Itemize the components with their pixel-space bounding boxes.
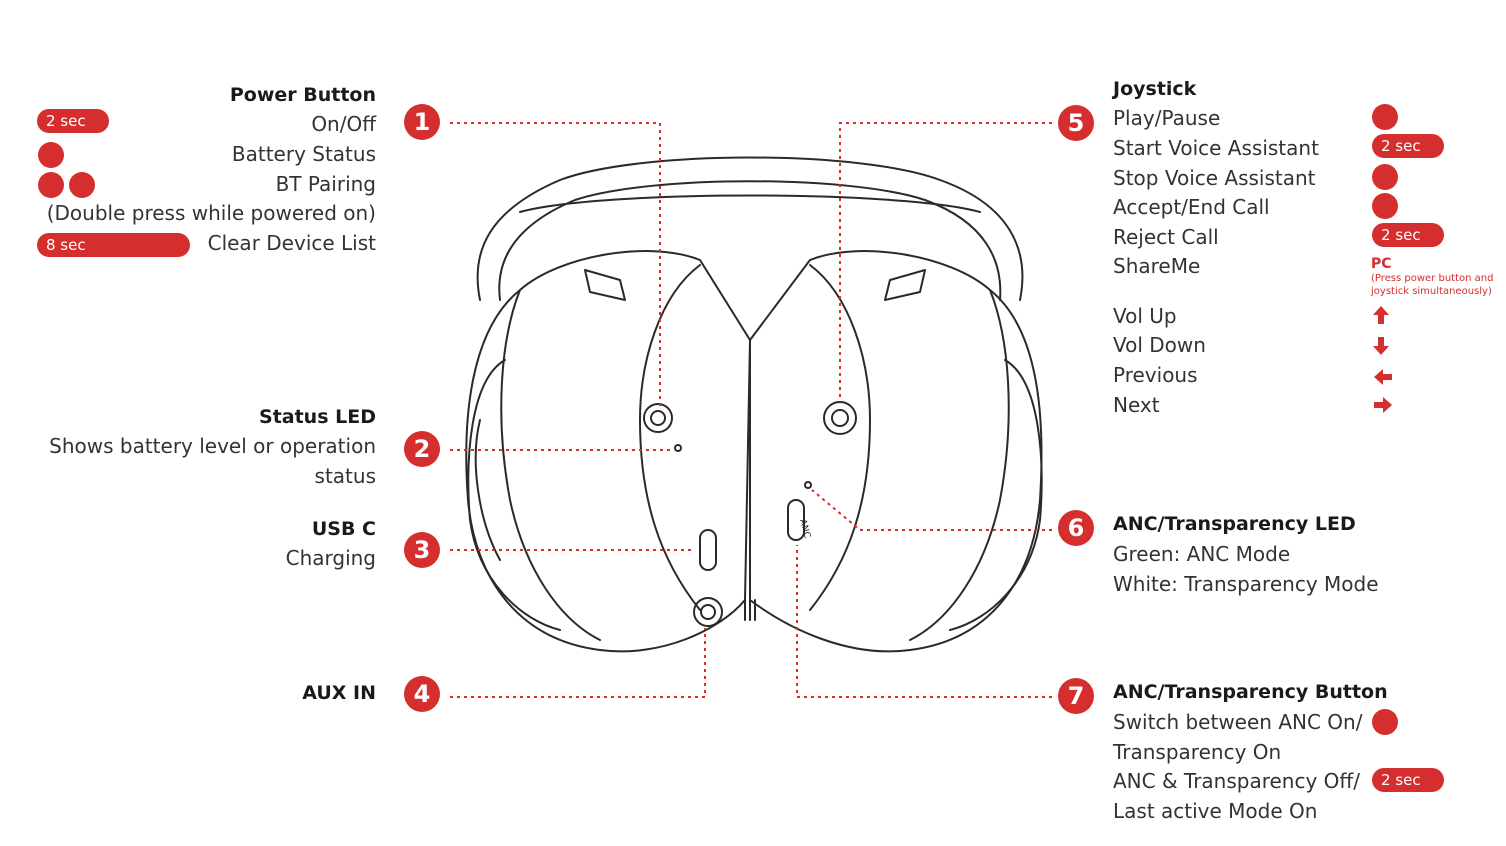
left-earcup bbox=[465, 250, 751, 653]
leader-4 bbox=[450, 628, 706, 698]
right-earcup bbox=[749, 250, 1043, 653]
aux-jack-shape bbox=[693, 597, 723, 627]
bt-pairing-note: (Double press while powered on) bbox=[46, 201, 376, 225]
hold-2sec-badge: 2 sec bbox=[37, 109, 109, 133]
anc-label: ANC bbox=[797, 518, 812, 539]
headband-inner bbox=[498, 180, 1002, 301]
vol-down: Vol Down bbox=[1113, 333, 1206, 357]
previous: Previous bbox=[1113, 363, 1198, 387]
headband-outer bbox=[476, 156, 1024, 301]
anc-led-title: ANC/Transparency LED bbox=[1113, 513, 1356, 535]
leader-1 bbox=[450, 122, 661, 410]
single-press-dot bbox=[38, 142, 64, 168]
reject-2sec-badge: 2 sec bbox=[1372, 223, 1444, 247]
anc-off-line2: Last active Mode On bbox=[1113, 799, 1318, 823]
marker-6: 6 bbox=[1058, 510, 1094, 546]
play-pause-dot bbox=[1372, 104, 1398, 130]
leader-7 bbox=[796, 545, 1052, 698]
power-button-title: Power Button bbox=[229, 84, 376, 106]
stop-voice-assistant: Stop Voice Assistant bbox=[1113, 166, 1316, 190]
leader-5 bbox=[839, 122, 1052, 400]
anc-off-2sec-badge: 2 sec bbox=[1372, 768, 1444, 792]
anc-off-line1: ANC & Transparency Off/ bbox=[1113, 769, 1360, 793]
anc-button-title: ANC/Transparency Button bbox=[1113, 681, 1388, 703]
vol-up: Vol Up bbox=[1113, 304, 1177, 328]
joystick-shape bbox=[823, 401, 857, 435]
stop-voice-dot bbox=[1372, 164, 1398, 190]
start-voice-assistant: Start Voice Assistant bbox=[1113, 136, 1319, 160]
marker-5: 5 bbox=[1058, 105, 1094, 141]
anc-switch-dot bbox=[1372, 709, 1398, 735]
status-led-desc-1: Shows battery level or operation bbox=[49, 434, 376, 458]
usb-c-title: USB C bbox=[311, 518, 376, 540]
aux-in-title: AUX IN bbox=[302, 682, 376, 704]
next: Next bbox=[1113, 393, 1160, 417]
anc-switch-line1: Switch between ANC On/ bbox=[1113, 710, 1363, 734]
status-led-desc-2: status bbox=[314, 464, 376, 488]
power-button-shape bbox=[643, 403, 673, 433]
marker-2: 2 bbox=[404, 431, 440, 467]
accept-call-dot bbox=[1372, 193, 1398, 219]
usb-c-desc: Charging bbox=[285, 546, 376, 570]
pc-note: (Press power button and joystick simulta… bbox=[1371, 273, 1494, 297]
play-pause: Play/Pause bbox=[1113, 106, 1221, 130]
usb-port-shape bbox=[699, 529, 717, 571]
double-press-dot-2 bbox=[69, 172, 95, 198]
battery-status: Battery Status bbox=[231, 142, 376, 166]
double-press-dot-1 bbox=[38, 172, 64, 198]
anc-led-white: White: Transparency Mode bbox=[1113, 572, 1379, 596]
bt-pairing: BT Pairing bbox=[275, 172, 376, 196]
marker-4: 4 bbox=[404, 676, 440, 712]
joystick-title: Joystick bbox=[1113, 78, 1197, 100]
arrow-left-icon bbox=[1374, 369, 1392, 385]
voice-2sec-badge: 2 sec bbox=[1372, 134, 1444, 158]
arrow-right-icon bbox=[1374, 397, 1392, 413]
marker-7: 7 bbox=[1058, 678, 1094, 714]
reject-call: Reject Call bbox=[1113, 225, 1219, 249]
leader-6 bbox=[811, 489, 1052, 531]
marker-1: 1 bbox=[404, 104, 440, 140]
anc-switch-line2: Transparency On bbox=[1113, 740, 1282, 764]
power-on-off: On/Off bbox=[311, 112, 376, 136]
status-led-title: Status LED bbox=[259, 406, 376, 428]
arrow-down-icon bbox=[1373, 337, 1389, 355]
anc-button-shape bbox=[787, 499, 805, 541]
accept-end-call: Accept/End Call bbox=[1113, 195, 1270, 219]
marker-3: 3 bbox=[404, 532, 440, 568]
hold-8sec-badge: 8 sec bbox=[37, 233, 190, 257]
anc-led-green: Green: ANC Mode bbox=[1113, 542, 1291, 566]
pc-label: PC bbox=[1371, 256, 1392, 272]
arrow-up-icon bbox=[1373, 306, 1389, 324]
shareme: ShareMe bbox=[1113, 254, 1201, 278]
clear-device-list: Clear Device List bbox=[207, 231, 376, 255]
